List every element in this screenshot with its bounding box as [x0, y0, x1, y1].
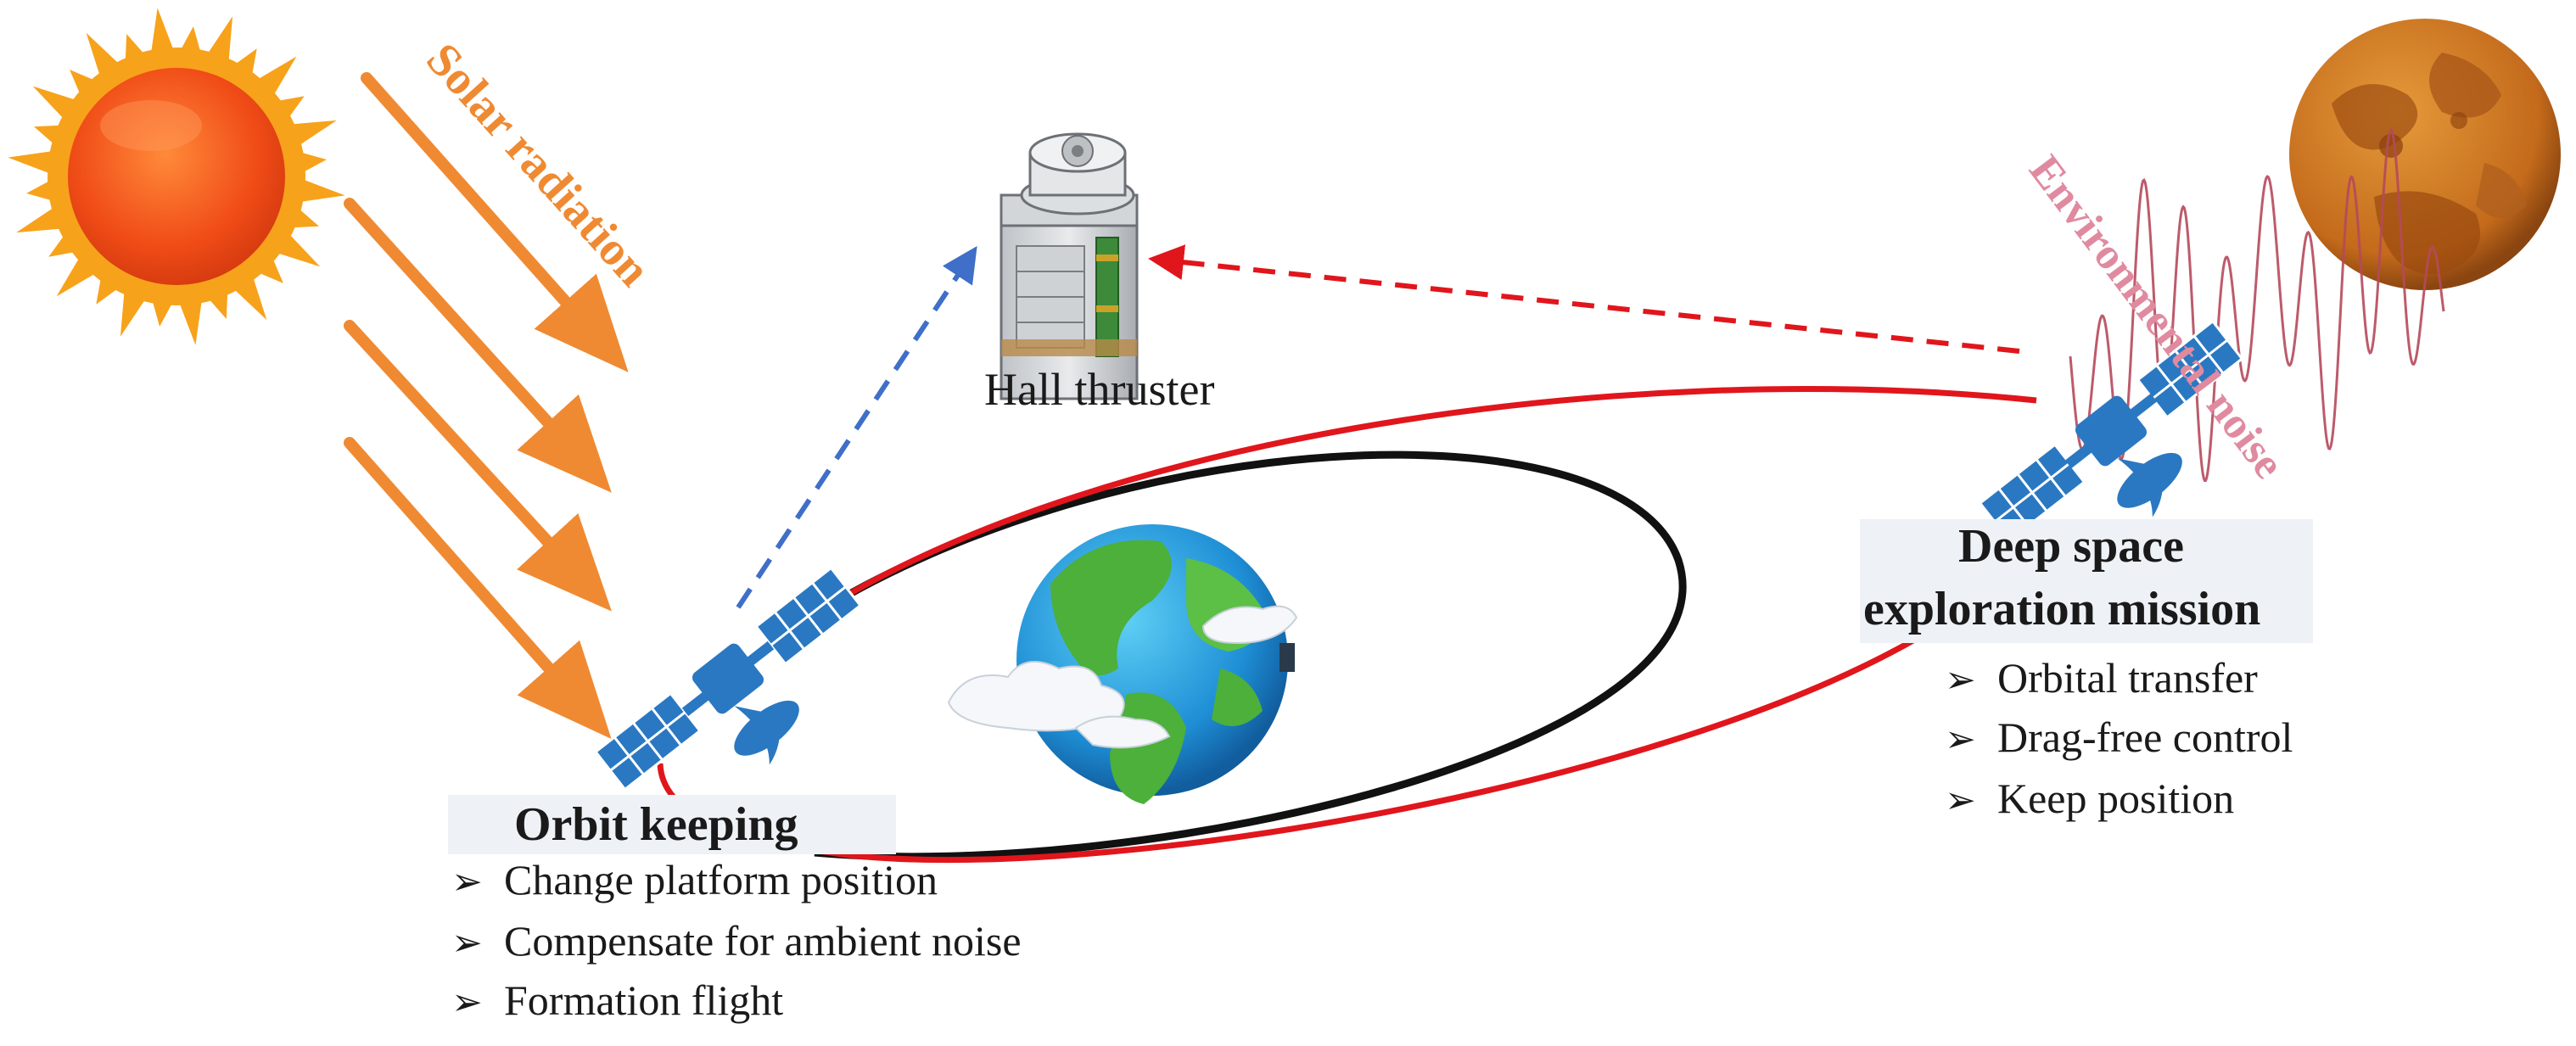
orbit-keeping-item-1: ➢ Change platform position — [451, 855, 938, 904]
bullet-arrow-icon: ➢ — [451, 860, 483, 903]
orbit-keeping-item-2: ➢ Compensate for ambient noise — [451, 916, 1022, 965]
environmental-noise-wave — [2069, 128, 2445, 482]
deep-space-item-3: ➢ Keep position — [1945, 774, 2234, 823]
deep-space-item-2-text: Drag-free control — [1997, 713, 2293, 761]
orbit-black — [791, 450, 1687, 861]
orbit-keeping-item-1-text: Change platform position — [504, 856, 938, 903]
solar-arrow-4 — [344, 437, 612, 739]
bullet-arrow-icon: ➢ — [451, 981, 483, 1024]
sun-icon — [8, 8, 345, 345]
solar-arrow-1 — [361, 72, 629, 372]
orbit-keeping-item-3: ➢ Formation flight — [451, 976, 783, 1025]
bullet-arrow-icon: ➢ — [1945, 718, 1976, 761]
deep-space-item-1-text: Orbital transfer — [1997, 654, 2258, 702]
solar-arrow-2 — [344, 198, 612, 493]
deep-space-item-2: ➢ Drag-free control — [1945, 713, 2293, 762]
hall-thruster-label: Hall thruster — [984, 364, 1215, 415]
orbit-keeping-title: Orbit keeping — [514, 798, 798, 851]
satellite-icon-deep-space — [1978, 319, 2244, 543]
orbit-keeping-item-3-text: Formation flight — [504, 976, 784, 1024]
deep-space-title-line-1: Deep space — [1958, 520, 2184, 573]
solar-arrow-3 — [344, 320, 612, 612]
bullet-arrow-icon: ➢ — [1945, 658, 1976, 702]
bullet-arrow-icon: ➢ — [451, 921, 483, 965]
deep-space-title-panel — [1860, 519, 2313, 643]
solar-radiation-arrows — [344, 72, 629, 739]
bullet-arrow-icon: ➢ — [1945, 779, 1976, 822]
environmental-noise-label: Environmental noise — [2019, 147, 2293, 488]
dashed-link-deepspace-to-thruster — [1148, 244, 2020, 354]
orbit-red-upper — [787, 386, 2037, 635]
solar-radiation-label: Solar radiation — [416, 33, 660, 296]
planet-icon — [2289, 19, 2561, 290]
earth-icon — [947, 524, 1298, 804]
hall-thruster-icon — [1000, 132, 1139, 400]
satellite-icon-orbit-keeping — [593, 566, 863, 791]
orbit-keeping-item-2-text: Compensate for ambient noise — [504, 917, 1022, 965]
deep-space-title-line-2: exploration mission — [1863, 583, 2261, 635]
deep-space-item-3-text: Keep position — [1997, 775, 2235, 822]
orbit-keeping-title-panel — [448, 795, 896, 854]
deep-space-item-1: ➢ Orbital transfer — [1945, 653, 2258, 702]
